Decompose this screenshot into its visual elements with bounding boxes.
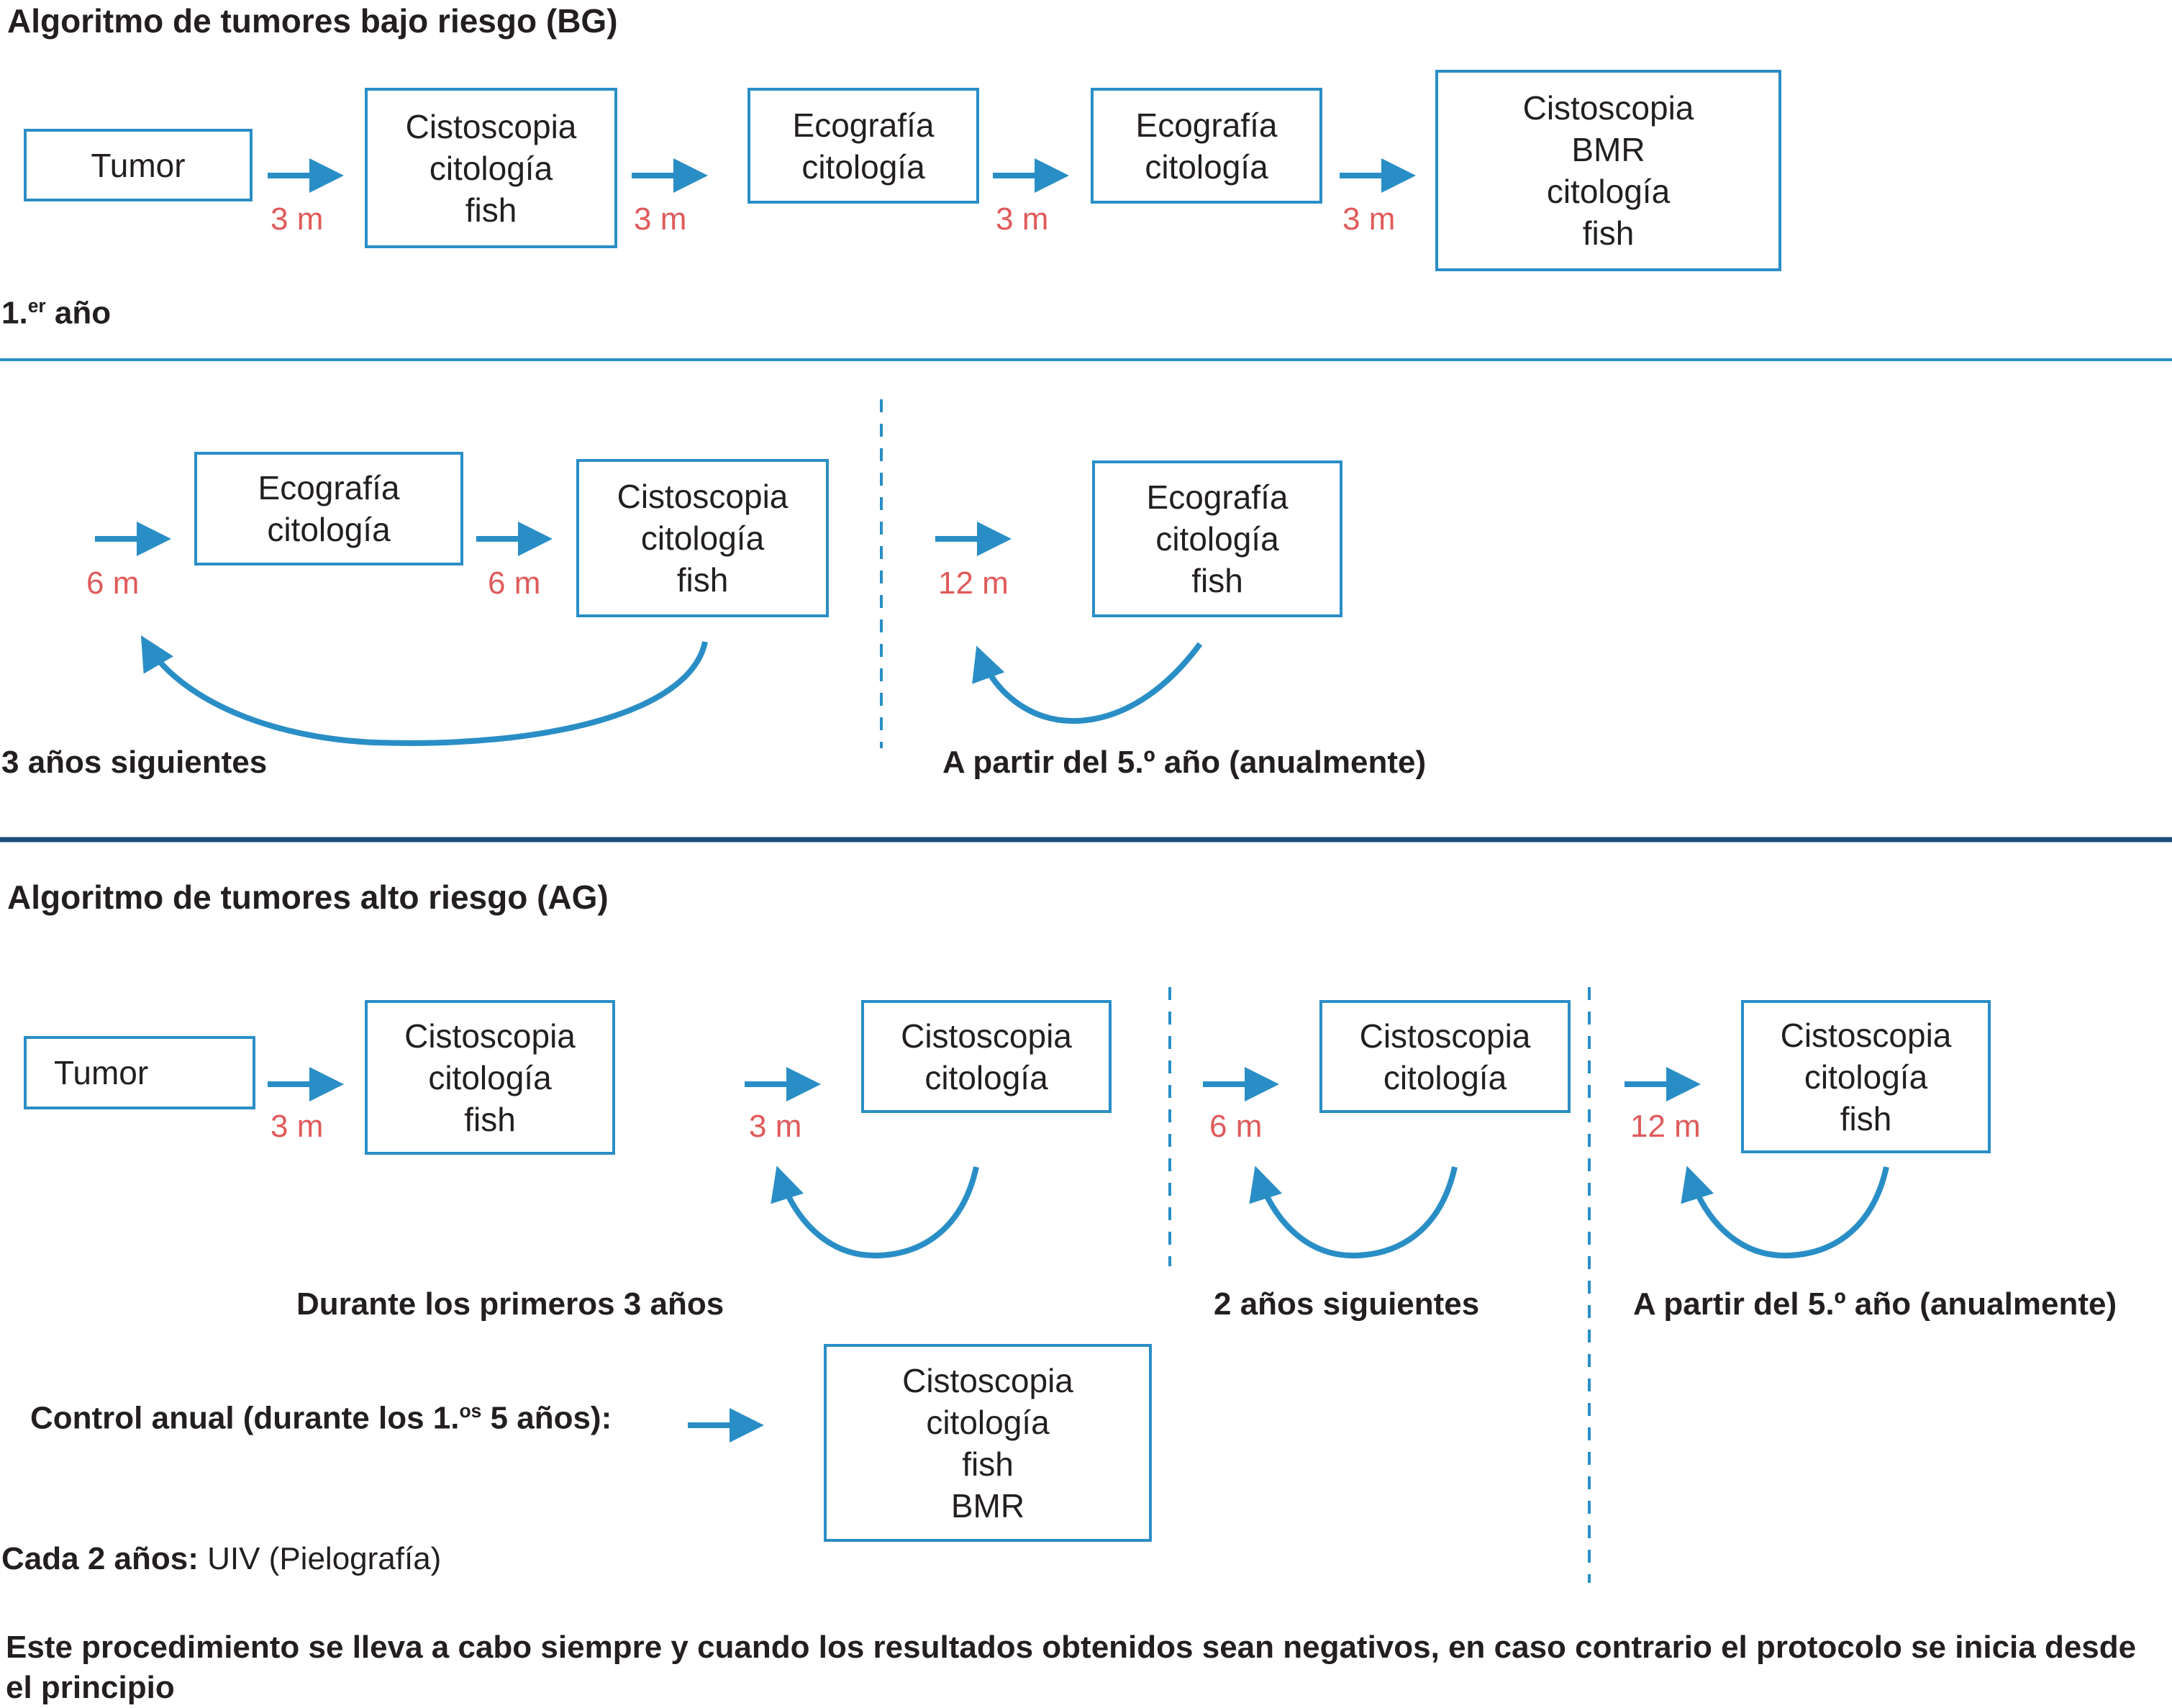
box-line: Cistoscopia xyxy=(617,478,789,515)
box-line: citología xyxy=(1804,1058,1928,1096)
hr-box-cistoscopia-1: Cistoscopia citología fish xyxy=(365,1000,615,1155)
box-line: fish xyxy=(465,191,517,229)
box-line: citología xyxy=(1145,147,1268,186)
phase2-label: 2 años siguientes xyxy=(1214,1286,1480,1322)
hr-box-annual-control: Cistoscopia citología fish BMR xyxy=(824,1344,1152,1542)
box-line: citología xyxy=(267,511,391,548)
next-years-label: 3 años siguientes xyxy=(1,745,268,780)
box-line: fish xyxy=(1582,214,1635,252)
annual-label: A partir del 5.º año (anualmente) xyxy=(942,745,1427,780)
box-line: citología xyxy=(926,1403,1050,1441)
interval-label: 3 m xyxy=(271,201,324,237)
phase3-label: A partir del 5.º año (anualmente) xyxy=(1633,1286,2117,1322)
box-line: citología xyxy=(429,149,553,187)
box-line: Tumor xyxy=(91,146,186,184)
box-line: Ecografía xyxy=(1146,478,1289,516)
interval-label: 12 m xyxy=(1630,1109,1701,1144)
interval-label: 3 m xyxy=(271,1109,324,1144)
box-line: Cistoscopia xyxy=(1359,1017,1531,1055)
interval-label: 3 m xyxy=(1342,201,1396,237)
interval-label: 6 m xyxy=(86,565,140,601)
loop-arrow xyxy=(771,1166,979,1259)
hr-box-tumor: Tumor xyxy=(24,1036,255,1109)
interval-label: 6 m xyxy=(1209,1109,1263,1144)
first-year-label: 1.er año xyxy=(1,295,112,331)
lr-box-ecografia-2: Ecografía citología xyxy=(1091,88,1322,204)
interval-label: 6 m xyxy=(488,565,541,601)
box-line: citología xyxy=(1155,520,1279,558)
box-line: Ecografía xyxy=(1135,106,1278,144)
interval-label: 3 m xyxy=(749,1109,802,1144)
lr-box-cistoscopia-2: Cistoscopia citología fish xyxy=(576,459,829,617)
loop-arrow xyxy=(140,635,708,746)
box-line: fish xyxy=(1840,1099,1892,1137)
box-line: Tumor xyxy=(54,1054,149,1091)
box-line: fish xyxy=(676,561,729,599)
box-line: BMR xyxy=(1571,131,1645,168)
box-line: citología xyxy=(1546,173,1671,210)
box-line: BMR xyxy=(950,1486,1025,1525)
lr-box-cistoscopia-bmr: Cistoscopia BMR citología fish xyxy=(1435,70,1781,271)
lr-box-ecografia-3: Ecografía citología xyxy=(194,452,463,565)
interval-label: 12 m xyxy=(938,565,1009,601)
every-two-years-label: Cada 2 años: UIV (Pielografía) xyxy=(1,1541,442,1576)
hr-box-phase1: Cistoscopia citología xyxy=(861,1000,1112,1113)
box-line: citología xyxy=(428,1058,552,1096)
box-line: fish xyxy=(464,1100,516,1138)
annual-control-label: Control anual (durante los 1.os 5 años): xyxy=(30,1400,612,1436)
loop-arrow xyxy=(1681,1166,1889,1259)
box-line: fish xyxy=(962,1445,1014,1483)
box-line: Ecografía xyxy=(258,469,400,507)
lr-box-ecografia-annual: Ecografía citología fish xyxy=(1092,460,1342,617)
box-line: citología xyxy=(640,519,765,557)
low-risk-title: Algoritmo de tumores bajo riesgo (BG) xyxy=(7,2,618,40)
loop-arrow xyxy=(1249,1166,1458,1259)
box-line: citología xyxy=(801,147,925,186)
interval-label: 3 m xyxy=(634,201,687,237)
loop-arrow xyxy=(972,642,1203,724)
box-line: fish xyxy=(1191,562,1243,599)
box-line: Cistoscopia xyxy=(901,1017,1072,1055)
high-risk-title: Algoritmo de tumores alto riesgo (AG) xyxy=(7,878,609,916)
box-line: Cistoscopia xyxy=(1780,1016,1952,1054)
hr-box-phase2: Cistoscopia citología xyxy=(1319,1000,1571,1113)
box-line: Cistoscopia xyxy=(404,1017,576,1055)
lr-box-ecografia-1: Ecografía citología xyxy=(748,88,979,204)
lr-box-tumor: Tumor xyxy=(24,129,253,201)
interval-label: 3 m xyxy=(996,201,1049,237)
box-line: Ecografía xyxy=(792,106,935,144)
box-line: citología xyxy=(1383,1058,1507,1096)
hr-box-phase3: Cistoscopia citología fish xyxy=(1741,1000,1991,1153)
box-line: citología xyxy=(924,1058,1048,1096)
footnote: Este procedimiento se lleva a cabo siemp… xyxy=(6,1630,2137,1705)
box-line: Cistoscopia xyxy=(405,107,577,145)
box-line: Cistoscopia xyxy=(1522,89,1694,127)
box-line: Cistoscopia xyxy=(902,1361,1073,1399)
phase1-label: Durante los primeros 3 años xyxy=(296,1286,724,1322)
lr-box-cistoscopia-1: Cistoscopia citología fish xyxy=(365,88,617,248)
